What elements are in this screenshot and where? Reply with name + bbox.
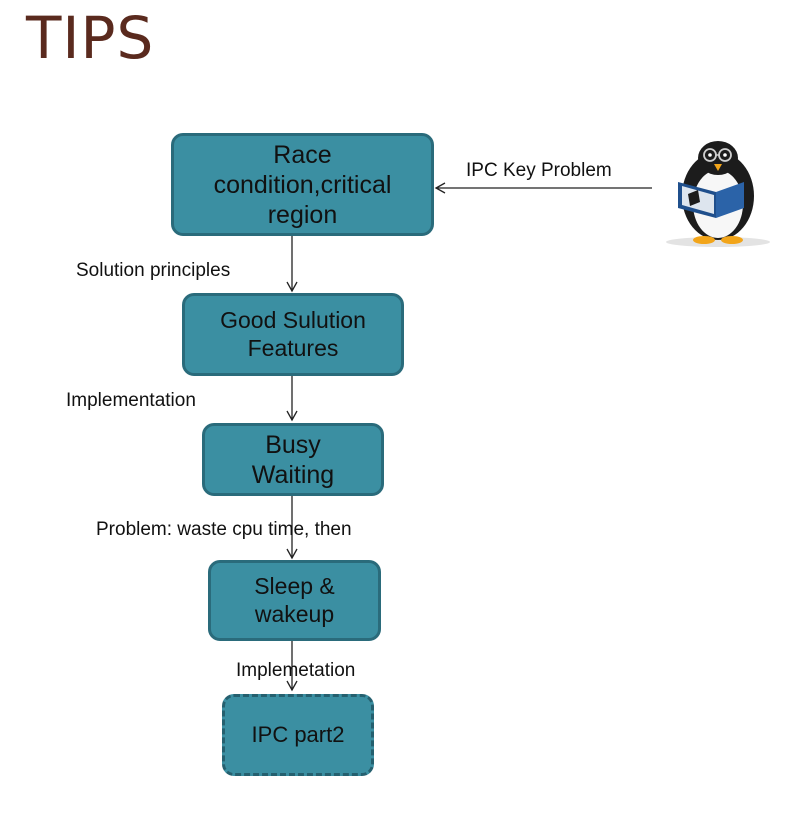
node-sleep-wakeup: Sleep & wakeup [208, 560, 381, 641]
penguin-reading-book-icon [666, 141, 770, 247]
node-busy-line1: Busy [265, 430, 321, 459]
node-sleep-line2: wakeup [254, 600, 335, 627]
node-race-line3: region [267, 200, 338, 229]
node-good-line1: Good Sulution [220, 306, 366, 333]
node-race-line2: condition,critical [213, 170, 392, 199]
edge-label-implemetation: Implemetation [236, 660, 356, 681]
node-good-solution: Good Sulution Features [182, 293, 404, 376]
node-busy-line2: Waiting [251, 460, 335, 489]
node-good-line2: Features [247, 334, 339, 361]
node-sleep-line1: Sleep & [254, 572, 335, 599]
edge-label-implementation: Implementation [66, 390, 196, 411]
edge-label-solution: Solution principles [76, 260, 231, 281]
edge-label-problem: Problem: waste cpu time, then [96, 519, 352, 540]
node-ipc-label: IPC part2 [251, 721, 345, 747]
page-title: TIPS [26, 4, 155, 72]
node-busy-waiting: Busy Waiting [202, 423, 384, 496]
node-race-line1: Race [273, 140, 332, 169]
node-race-condition: Race condition,critical region [171, 133, 434, 236]
node-ipc-part2: IPC part2 [222, 694, 374, 776]
edge-label-ipc-key: IPC Key Problem [466, 160, 612, 181]
